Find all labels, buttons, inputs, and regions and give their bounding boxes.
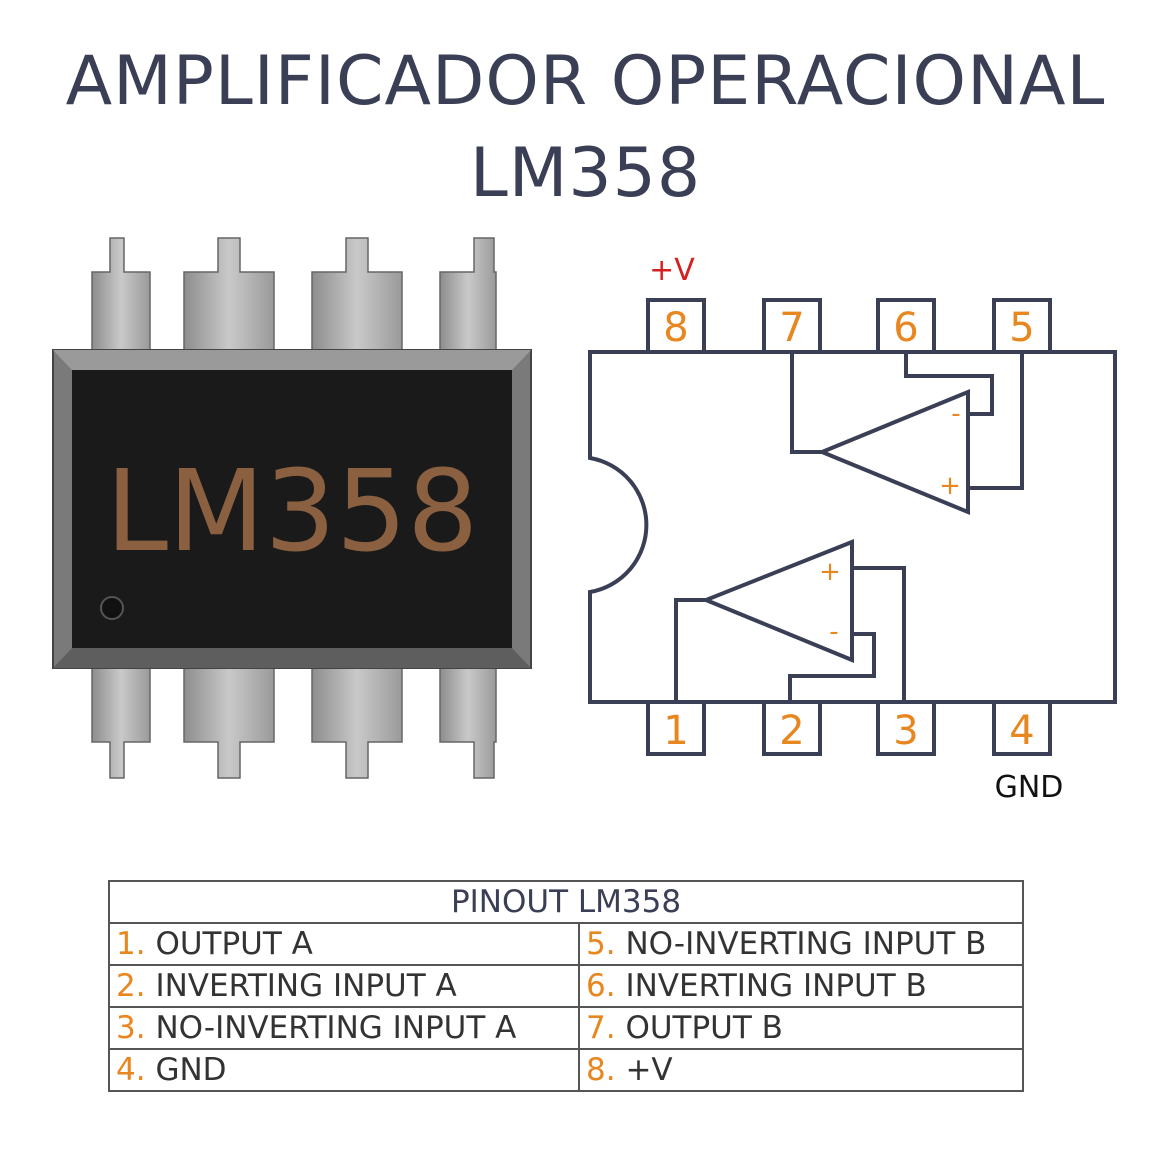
pin-2-number: 2 [779, 708, 804, 754]
chip-leg [311, 667, 403, 779]
pin-description: INVERTING INPUT A [155, 968, 457, 1004]
opamp-b-output-wire [790, 352, 822, 454]
opamp-a-minus-label: - [829, 617, 838, 647]
pin-7-number: 7 [779, 305, 804, 351]
chip-leg [439, 237, 497, 351]
pin-description: GND [155, 1052, 227, 1088]
pin-4-cell: 4. GND [108, 1048, 580, 1092]
pinout-table: PINOUT LM358 1. OUTPUT A 5. NO-INVERTING… [108, 880, 1024, 1092]
chip-leg [91, 667, 151, 779]
pin-4-box [992, 700, 1052, 756]
opamp-a-inverting-wire [788, 632, 876, 702]
supply-label: +V [649, 253, 695, 288]
table-row: 1. OUTPUT A 5. NO-INVERTING INPUT B [108, 922, 1024, 966]
opamp-b-noninverting-wire [968, 352, 1024, 490]
pin-number: 2. [116, 968, 146, 1004]
pin-3-cell: 3. NO-INVERTING INPUT A [108, 1006, 580, 1050]
pin-5-number: 5 [1009, 305, 1034, 351]
pin-description: INVERTING INPUT B [625, 968, 927, 1004]
pin-number: 7. [586, 1010, 616, 1046]
chip-leg [183, 667, 275, 779]
pin-8-box [646, 298, 706, 354]
pin-description: NO-INVERTING INPUT B [625, 926, 987, 962]
table-row: 2. INVERTING INPUT A 6. INVERTING INPUT … [108, 964, 1024, 1008]
ground-label: GND [995, 770, 1064, 805]
package-outline [588, 350, 1117, 704]
opamp-b-minus-label: - [951, 399, 960, 429]
opamp-b-inverting-wire [904, 352, 994, 416]
pin-6-number: 6 [893, 305, 918, 351]
chip-leg [183, 237, 275, 351]
pin-description: NO-INVERTING INPUT A [155, 1010, 517, 1046]
pin-6-box [876, 298, 936, 354]
pin-number: 8. [586, 1052, 616, 1088]
chip-body [72, 370, 512, 648]
pin-4-number: 4 [1009, 708, 1034, 754]
opamp-b-triangle [816, 389, 970, 515]
chip-leg [311, 237, 403, 351]
pinout-header: PINOUT LM358 [108, 880, 1024, 924]
pin-7-cell: 7. OUTPUT B [578, 1006, 1024, 1050]
chip-illustration: LM358 [52, 237, 532, 779]
main-title: AMPLIFICADOR OPERACIONAL [65, 42, 1106, 121]
table-row: 3. NO-INVERTING INPUT A 7. OUTPUT B [108, 1006, 1024, 1050]
table-row: 4. GND 8. +V [108, 1048, 1024, 1092]
pin-number: 1. [116, 926, 146, 962]
pin-description: OUTPUT B [625, 1010, 783, 1046]
pin-number: 6. [586, 968, 616, 1004]
opamp-a-plus-label: + [819, 557, 841, 587]
pin-description: +V [625, 1052, 673, 1088]
pin-8-number: 8 [663, 305, 688, 351]
pinout-header-row: PINOUT LM358 [108, 880, 1024, 924]
pin-number: 5. [586, 926, 616, 962]
pin-2-box [762, 700, 822, 756]
pinout-schematic [588, 298, 1117, 756]
opamp-b-plus-label: + [939, 471, 961, 501]
chip-marking: LM358 [106, 447, 479, 577]
chip-bottom-legs [91, 667, 497, 779]
pin-6-cell: 6. INVERTING INPUT B [578, 964, 1024, 1008]
pin-3-box [876, 700, 936, 756]
pin-description: OUTPUT A [155, 926, 313, 962]
pin-number: 3. [116, 1010, 146, 1046]
opamp-a-output-wire [674, 598, 706, 702]
chip-title: LM358 [469, 134, 702, 213]
pin-number: 4. [116, 1052, 146, 1088]
pin1-dot [100, 596, 124, 620]
chip-body-bevel [53, 350, 531, 370]
pin-8-cell: 8. +V [578, 1048, 1024, 1092]
pin-2-cell: 2. INVERTING INPUT A [108, 964, 580, 1008]
chip-leg [91, 237, 151, 351]
pin-5-cell: 5. NO-INVERTING INPUT B [578, 922, 1024, 966]
pin-1-number: 1 [663, 708, 688, 754]
chip-top-legs [91, 237, 497, 351]
pin-3-number: 3 [893, 708, 918, 754]
chip-leg [439, 667, 497, 779]
opamp-a-noninverting-wire [852, 566, 906, 702]
opamp-a-triangle [700, 539, 854, 663]
pin-1-cell: 1. OUTPUT A [108, 922, 580, 966]
